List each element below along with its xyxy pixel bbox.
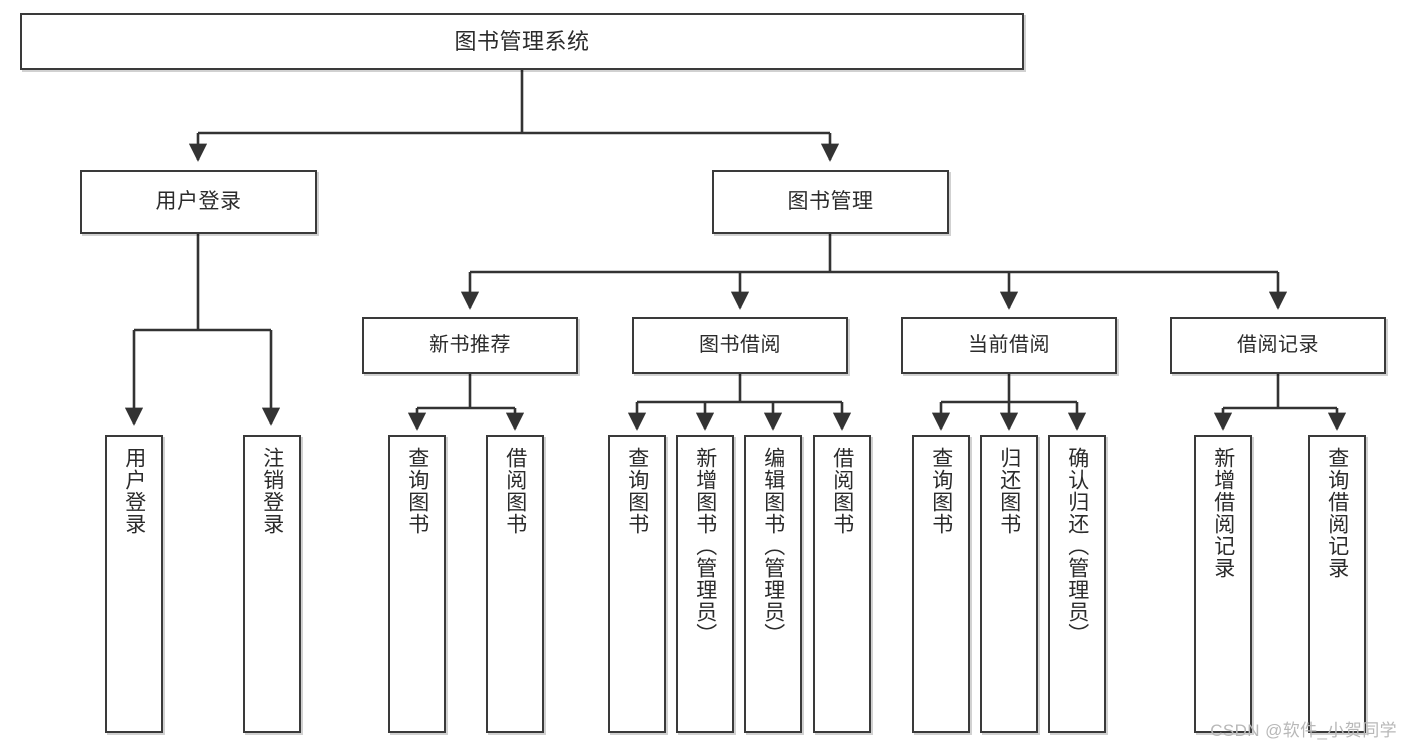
node-label: 编辑图书（管理员） (761, 447, 785, 645)
node-label: 用户登录 (122, 447, 146, 535)
leaf-add-borrow-record[interactable]: 新增借阅记录 (1194, 435, 1252, 733)
node-label: 图书借阅 (699, 334, 781, 356)
node-label: 新增图书（管理员） (693, 447, 717, 645)
node-label: 图书管理系统 (454, 28, 590, 54)
node-label: 查询图书 (625, 447, 649, 535)
leaf-query-book-borrow[interactable]: 查询图书 (608, 435, 666, 733)
watermark: CSDN @软件_小贺同学 (1210, 721, 1397, 740)
node-label: 归还图书 (997, 447, 1021, 535)
leaf-return-book[interactable]: 归还图书 (980, 435, 1038, 733)
leaf-borrow-book[interactable]: 借阅图书 (813, 435, 871, 733)
leaf-confirm-return-admin[interactable]: 确认归还（管理员） (1048, 435, 1106, 733)
node-label: 借阅记录 (1237, 334, 1319, 356)
leaf-query-borrow-record[interactable]: 查询借阅记录 (1308, 435, 1366, 733)
leaf-user-login[interactable]: 用户登录 (105, 435, 163, 733)
leaf-logout[interactable]: 注销登录 (243, 435, 301, 733)
node-label: 注销登录 (260, 447, 284, 535)
leaf-edit-book-admin[interactable]: 编辑图书（管理员） (744, 435, 802, 733)
node-label: 图书管理 (787, 189, 874, 213)
node-label: 用户登录 (155, 189, 242, 213)
node-label: 当前借阅 (968, 334, 1050, 356)
node-book-management[interactable]: 图书管理 (712, 170, 949, 234)
node-current-borrow[interactable]: 当前借阅 (901, 317, 1117, 374)
node-label: 新增借阅记录 (1211, 447, 1235, 579)
leaf-query-book-recommend[interactable]: 查询图书 (388, 435, 446, 733)
leaf-borrow-book-recommend[interactable]: 借阅图书 (486, 435, 544, 733)
leaf-add-book-admin[interactable]: 新增图书（管理员） (676, 435, 734, 733)
node-label: 确认归还（管理员） (1065, 447, 1089, 645)
node-book-borrow[interactable]: 图书借阅 (632, 317, 848, 374)
node-label: 查询借阅记录 (1325, 447, 1349, 579)
node-borrow-record[interactable]: 借阅记录 (1170, 317, 1386, 374)
node-label: 新书推荐 (429, 334, 511, 356)
node-label: 借阅图书 (503, 447, 527, 535)
node-label: 查询图书 (929, 447, 953, 535)
node-root-system[interactable]: 图书管理系统 (20, 13, 1024, 70)
node-label: 查询图书 (405, 447, 429, 535)
node-label: 借阅图书 (830, 447, 854, 535)
node-new-book-recommend[interactable]: 新书推荐 (362, 317, 578, 374)
node-user-login[interactable]: 用户登录 (80, 170, 317, 234)
leaf-query-book-current[interactable]: 查询图书 (912, 435, 970, 733)
